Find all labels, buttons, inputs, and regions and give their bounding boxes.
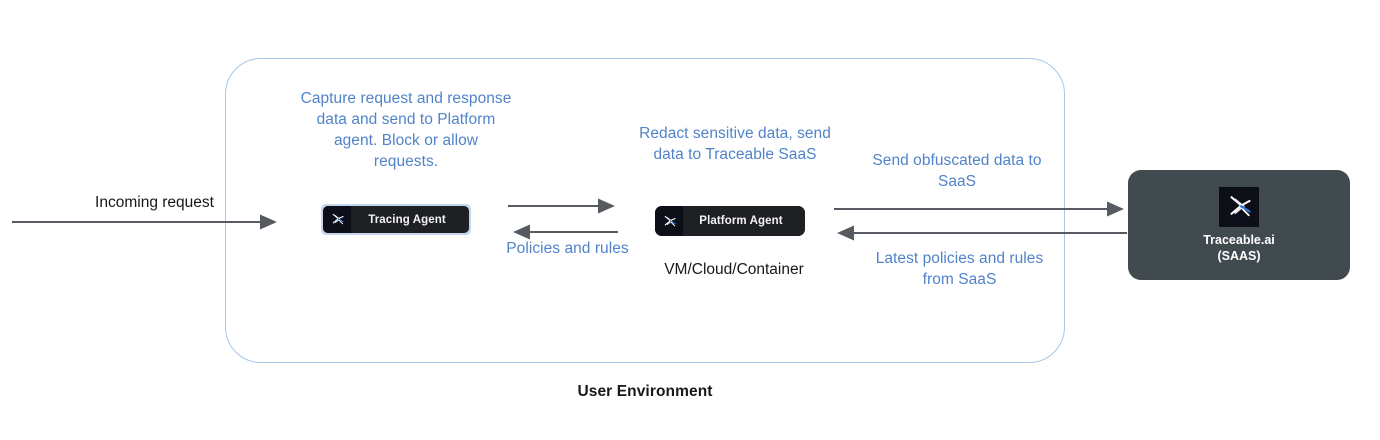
note-send-obfuscated-data: Send obfuscated data to SaaS: [872, 152, 1042, 190]
label-incoming-request: Incoming request: [95, 194, 214, 211]
user-environment-boundary: [225, 58, 1065, 363]
tracing-agent-label: Tracing Agent: [368, 213, 446, 226]
label-vm-cloud-container: VM/Cloud/Container: [664, 261, 804, 278]
platform-agent-inner: Platform Agent: [655, 206, 805, 236]
saas-subtitle: (SAAS): [1217, 248, 1261, 263]
tracing-agent-badge[interactable]: Tracing Agent: [321, 204, 471, 235]
saas-title: Traceable.ai: [1203, 232, 1275, 247]
note-redact-sensitive-data: Redact sensitive data, send data to Trac…: [639, 125, 831, 163]
tracing-agent-inner: Tracing Agent: [323, 206, 469, 233]
note-capture-request: Capture request and response data and se…: [300, 90, 512, 170]
traceable-logo-icon: [323, 206, 351, 233]
user-environment-label: User Environment: [577, 383, 713, 400]
traceable-logo-icon: [655, 206, 683, 236]
platform-agent-label: Platform Agent: [699, 215, 783, 227]
note-latest-policies-from-saas: Latest policies and rules from SaaS: [875, 250, 1044, 288]
platform-agent-badge[interactable]: Platform Agent: [655, 206, 805, 236]
note-policies-and-rules: Policies and rules: [506, 240, 629, 257]
traceable-logo-icon: [1219, 186, 1259, 227]
traceable-saas-box[interactable]: Traceable.ai (SAAS): [1128, 170, 1350, 280]
